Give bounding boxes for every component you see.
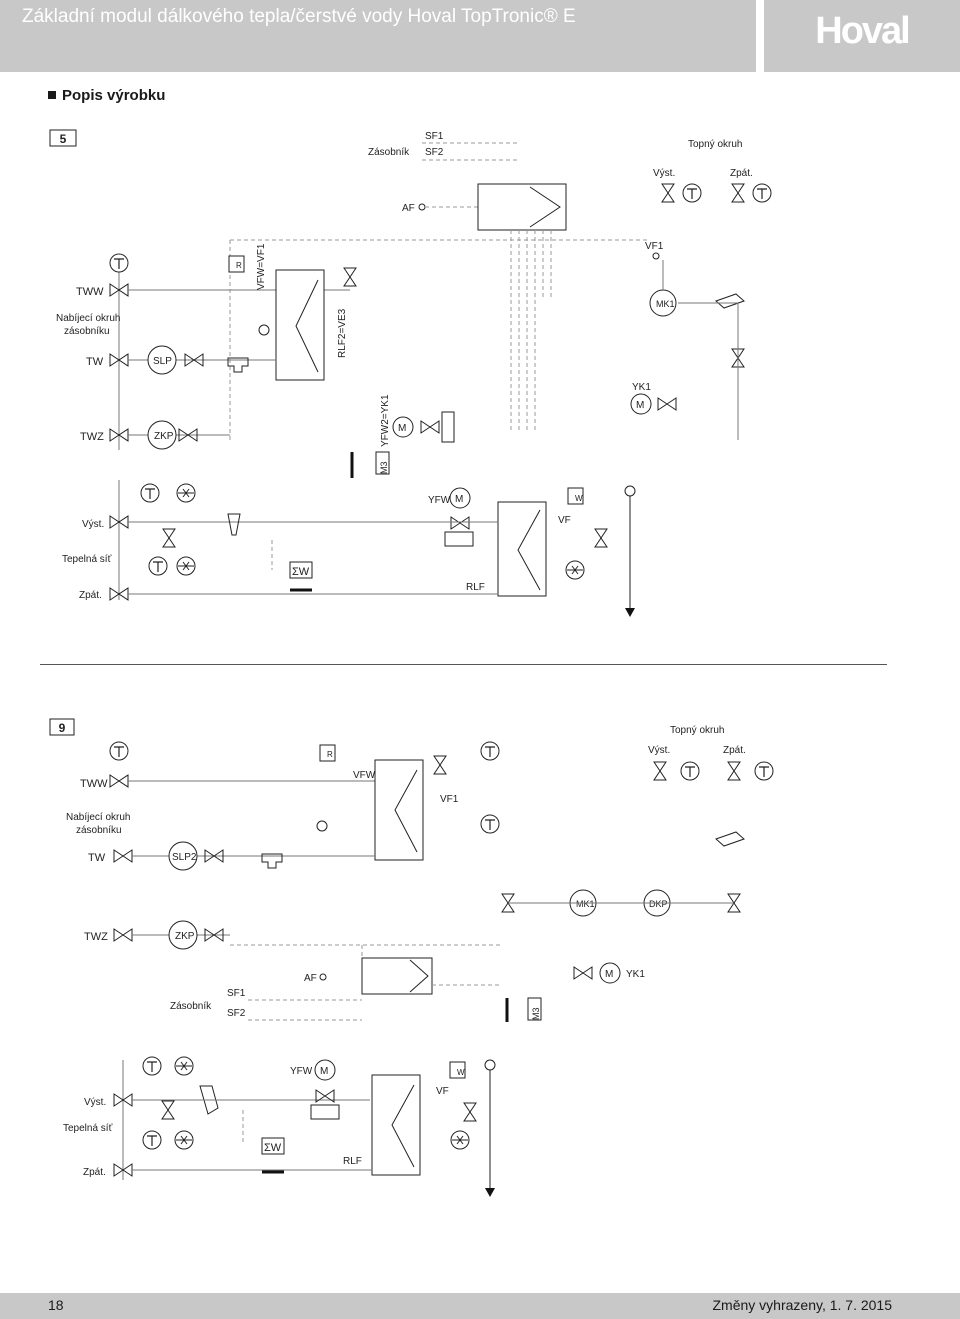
heat-exchanger-main [497, 501, 547, 597]
label-topny-okruh: Topný okruh [688, 139, 742, 150]
label-tw-9: TW [88, 852, 106, 864]
label-nabijeci-2: zásobníku [64, 326, 110, 337]
label-yfw: YFW [428, 495, 451, 506]
label-rlf-9: RLF [343, 1156, 362, 1167]
svg-text:M: M [398, 423, 406, 434]
heat-exchanger-dhw [275, 269, 325, 381]
label-vf1: VF1 [645, 241, 664, 252]
label-yfw2: YFW2=YK1 [380, 394, 391, 447]
diagram-number-box-9 [49, 718, 75, 736]
pump-slp2-icon [168, 841, 198, 871]
label-sf2: SF2 [425, 147, 444, 158]
label-tepelna-sit: Tepelná síť [62, 554, 112, 565]
label-yk1-9: YK1 [626, 969, 645, 980]
section-title: Popis výrobku [62, 87, 166, 104]
label-slp: SLP [153, 356, 172, 367]
label-topny-okruh-9: Topný okruh [670, 725, 724, 736]
heat-exchanger-top-9 [361, 957, 433, 995]
label-vf: VF [558, 515, 571, 526]
bullet-icon [48, 91, 56, 99]
label-sumw: ΣW [292, 566, 310, 578]
heat-exchanger-dhw-9 [374, 759, 424, 861]
label-vyst-9: Výst. [648, 745, 670, 756]
label-vyst: Výst. [653, 168, 675, 179]
diagram-number-9: 9 [59, 721, 66, 735]
label-slp2: SLP2 [172, 852, 197, 863]
label-zpat-9: Zpát. [723, 745, 746, 756]
label-yfw-9: YFW [290, 1066, 313, 1077]
diagram-number: 5 [60, 132, 67, 146]
label-vf1-9: VF1 [440, 794, 459, 805]
heat-exchanger-main-9 [371, 1074, 421, 1176]
label-mk1-9: MK1 [576, 899, 595, 909]
label-mk1: MK1 [656, 299, 675, 309]
label-yk1: YK1 [632, 382, 651, 393]
label-tw: TW [86, 356, 104, 368]
label-nabijeci-1: Nabíjecí okruh [56, 313, 120, 324]
header-bar: Základní modul dálkového tepla/čerstvé v… [0, 0, 756, 72]
label-rlf: RLF [466, 582, 485, 593]
label-sf1-9: SF1 [227, 988, 246, 999]
label-tepelna-sit-9: Tepelná síť [63, 1123, 113, 1134]
label-af-9: AF [304, 973, 317, 984]
label-sf1: SF1 [425, 131, 444, 142]
label-zpat-2: Zpát. [79, 590, 102, 601]
pump-zkp-icon-9 [168, 920, 198, 950]
svg-text:M: M [605, 969, 613, 980]
footer-note: Změny vyhrazeny, 1. 7. 2015 [712, 1297, 893, 1313]
label-sumw-9: ΣW [264, 1142, 282, 1154]
label-twz: TWZ [80, 431, 104, 443]
label-twz-9: TWZ [84, 931, 108, 943]
svg-text:W: W [575, 494, 583, 503]
diagram-9: 9 Topný okruh Výst. Zpát. TWW R VFW VF1 … [49, 718, 774, 1197]
svg-text:M3: M3 [379, 461, 389, 474]
label-zasobnik-9: Zásobník [170, 1001, 212, 1012]
label-dkp: DKP [649, 899, 668, 909]
pump-zkp-icon [147, 420, 177, 450]
label-zkp-9: ZKP [175, 931, 195, 942]
svg-text:M: M [636, 400, 644, 411]
pump-slp-icon [147, 345, 177, 375]
diagram-number-box [49, 129, 77, 147]
svg-text:R: R [236, 261, 242, 270]
page-title: Základní modul dálkového tepla/čerstvé v… [22, 6, 576, 27]
label-nabijeci-2-9: zásobníku [76, 825, 122, 836]
svg-text:W: W [457, 1068, 465, 1077]
page-number: 18 [48, 1297, 64, 1313]
svg-text:R: R [327, 750, 333, 759]
label-vyst-2-9: Výst. [84, 1097, 106, 1108]
label-rlf2: RLF2=VE3 [337, 308, 348, 358]
label-af: AF [402, 203, 415, 214]
heat-exchanger-top [477, 183, 567, 231]
svg-text:M: M [320, 1066, 328, 1077]
logo-box: Hoval [764, 0, 960, 72]
svg-text:M: M [455, 494, 463, 505]
label-vfw-9: VFW [353, 770, 376, 781]
svg-text:M3: M3 [531, 1007, 541, 1020]
label-nabijeci-1-9: Nabíjecí okruh [66, 812, 130, 823]
section-heading: Popis výrobku [48, 87, 165, 104]
label-tww-9: TWW [80, 778, 108, 790]
label-zpat: Zpát. [730, 168, 753, 179]
label-tww: TWW [76, 286, 104, 298]
label-vfw: VFW=VF1 [256, 243, 267, 290]
label-sf2-9: SF2 [227, 1008, 246, 1019]
label-zasobnik: Zásobník [368, 147, 410, 158]
label-zkp: ZKP [154, 431, 174, 442]
diagram-5: 5 Zásobník SF1 SF2 Topný okruh Výst. Zpá… [49, 129, 772, 617]
label-vf-9: VF [436, 1086, 449, 1097]
label-vyst-2: Výst. [82, 519, 104, 530]
hoval-logo: Hoval [815, 10, 910, 52]
section-divider [40, 664, 887, 665]
label-zpat-2-9: Zpát. [83, 1167, 106, 1178]
footer-bar: 18 Změny vyhrazeny, 1. 7. 2015 [0, 1293, 960, 1319]
